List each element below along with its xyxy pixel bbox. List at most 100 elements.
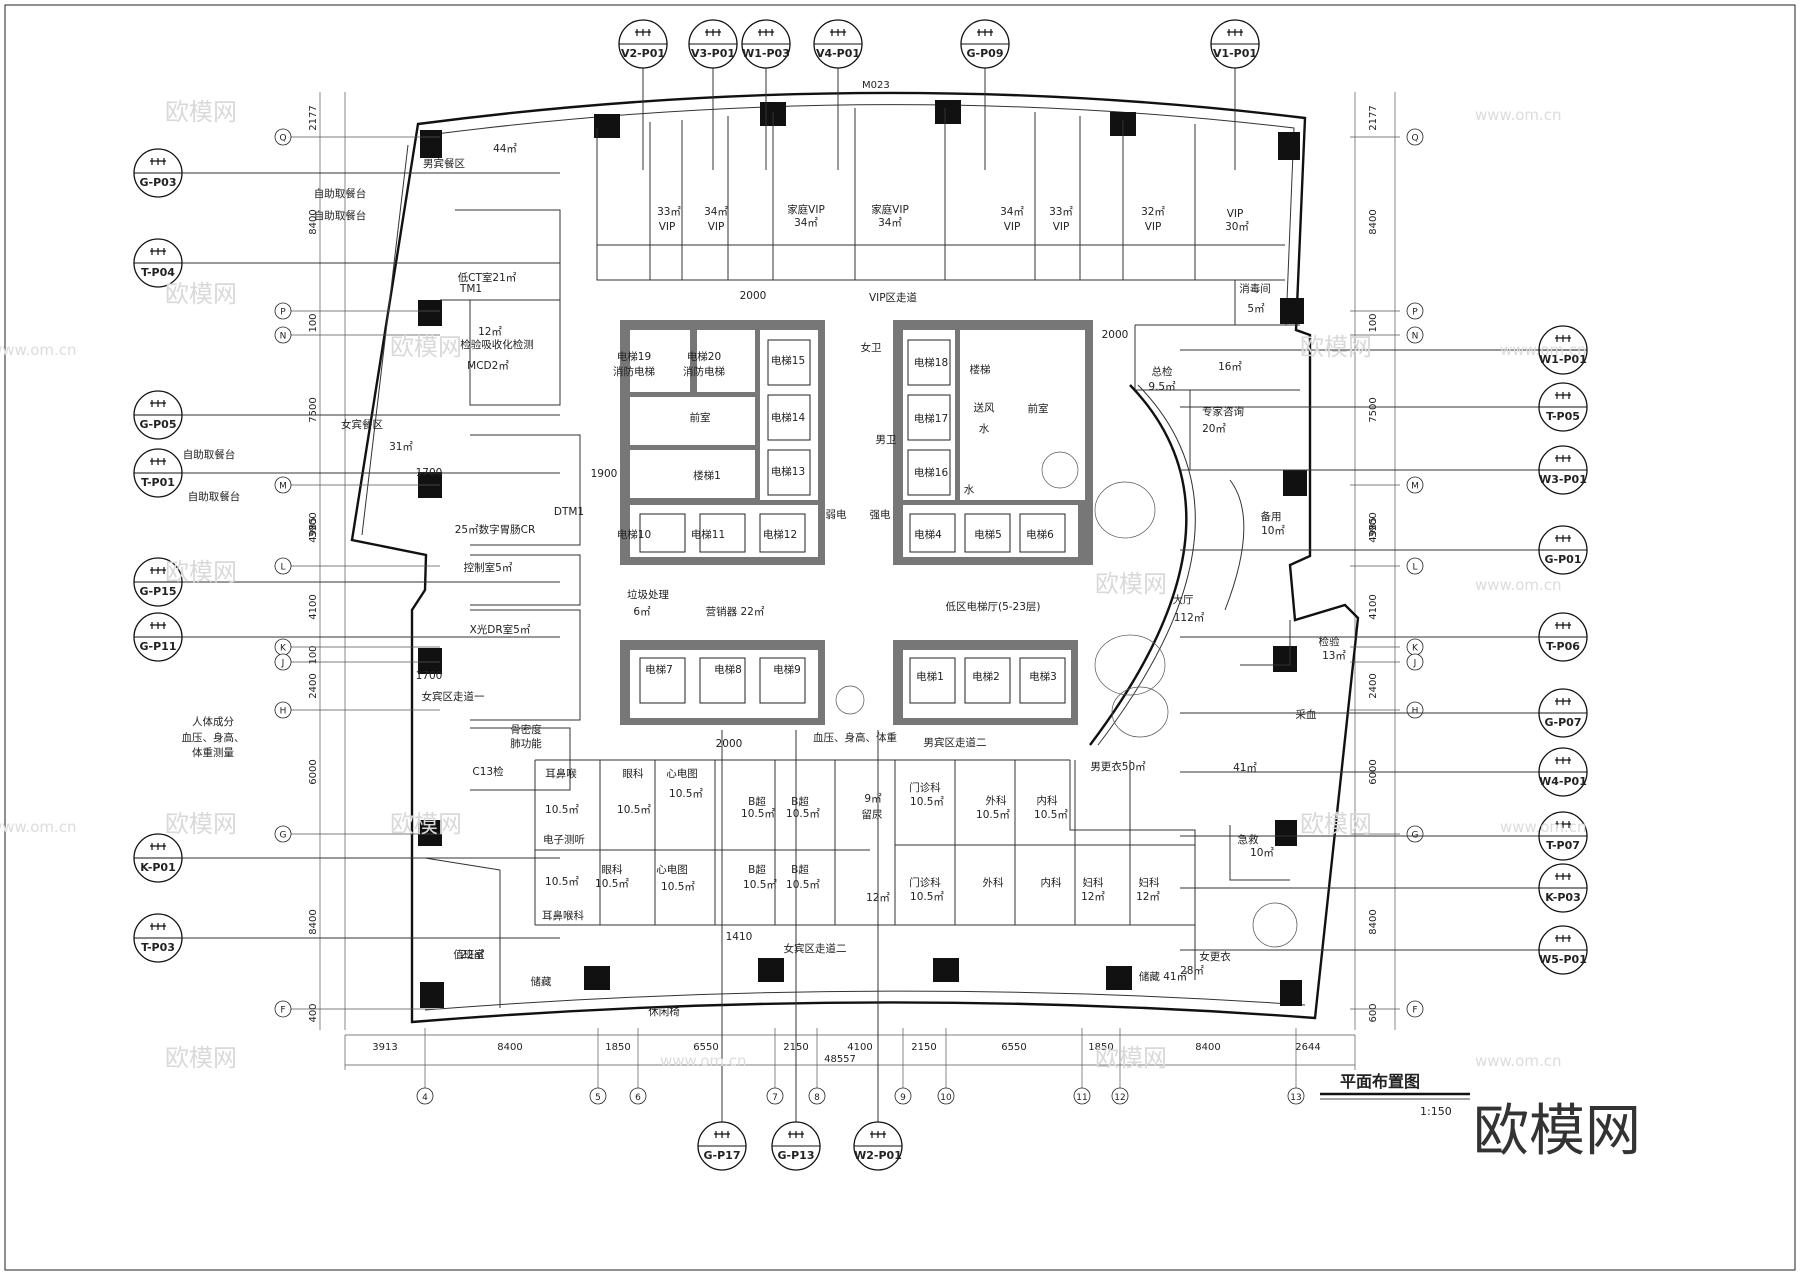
- room-label: 电梯18: [914, 356, 948, 369]
- room-label: 5㎡: [1247, 303, 1265, 315]
- room-label: 控制室5㎡: [464, 561, 513, 574]
- room-label: 电梯19: [617, 350, 651, 363]
- watermark-text: 欧模网: [165, 98, 237, 126]
- room-label: 10.5㎡: [786, 808, 820, 820]
- grid-label: J: [281, 659, 285, 669]
- dimension-value: 2400: [308, 673, 319, 698]
- room-label: 12㎡: [478, 326, 502, 338]
- room-label: 2000: [740, 290, 767, 302]
- grid-bubble: [1406, 825, 1424, 843]
- room-label: B超: [791, 795, 809, 808]
- room-label: 10.5㎡: [617, 804, 651, 816]
- building-envelope: [350, 91, 1360, 1024]
- room-label: 电梯10: [617, 528, 651, 541]
- room-label: 1700: [416, 670, 443, 682]
- room-label: 10.5㎡: [741, 808, 775, 820]
- dimension-value: 7500: [308, 397, 319, 422]
- room-label: 44㎡: [493, 143, 517, 155]
- watermark-url: www.om.cn: [1475, 1052, 1562, 1070]
- grid-bubble: [274, 701, 292, 719]
- callout-id: T-P07: [1546, 839, 1580, 852]
- elevation-icon: [150, 158, 166, 165]
- room-label: 34㎡: [878, 217, 902, 229]
- watermark-text: 欧模网: [165, 280, 237, 308]
- room-label: 10.5㎡: [669, 788, 703, 800]
- room-label: 消防电梯: [613, 365, 655, 378]
- room-label: 32㎡: [1141, 206, 1165, 218]
- room-label: 女宾餐区: [341, 418, 383, 431]
- elevation-icon: [150, 400, 166, 407]
- callout-id: T-P05: [1546, 410, 1580, 423]
- faint-watermarks: 欧模网欧模网欧模网欧模网欧模网欧模网欧模网欧模网欧模网欧模网欧模网www.om.…: [0, 98, 1587, 1072]
- grid-bubble: [894, 1087, 912, 1105]
- room-label: 22㎡: [460, 949, 484, 961]
- room-label: 10.5㎡: [545, 876, 579, 888]
- room-label: 电子测听: [543, 833, 585, 846]
- room-label: 采血: [1296, 708, 1318, 721]
- watermark-url: www.om.cn: [1500, 818, 1587, 836]
- elevation-icon: [1555, 622, 1571, 629]
- grid-bubble: [1406, 701, 1424, 719]
- room-label: 电梯4: [914, 528, 942, 541]
- grid-label: 5: [595, 1093, 601, 1103]
- room-label: 妇科: [1083, 876, 1105, 889]
- elevation-icon: [1555, 873, 1571, 880]
- grid-label: Q: [1411, 134, 1418, 144]
- room-labels: 男宾餐区44㎡自助取餐台自助取餐台低CT室21㎡TM1检验吸收化检测12㎡MCD…: [182, 143, 1347, 1018]
- partition-walls: [424, 108, 1300, 1008]
- watermark-text: 欧模网: [165, 810, 237, 838]
- watermark-text: 欧模网: [165, 558, 237, 586]
- door-tag: M023: [862, 80, 890, 91]
- room-label: 骨密度: [510, 723, 542, 736]
- elevation-icon: [1555, 392, 1571, 399]
- grid-bubble: [1406, 128, 1424, 146]
- room-label: 门诊科: [909, 781, 941, 794]
- room-label: 弱电: [826, 508, 847, 521]
- callout-id: V4-P01: [816, 47, 860, 60]
- room-label: 男卫: [876, 434, 897, 446]
- room-label: 34㎡: [704, 206, 728, 218]
- room-label: 10.5㎡: [976, 809, 1010, 821]
- grid-label: 7: [772, 1093, 778, 1103]
- callout-id: W1-P01: [1539, 353, 1587, 366]
- grid-label: M: [279, 482, 287, 492]
- grid-label: P: [280, 308, 286, 318]
- room-label: 自助取餐台: [183, 448, 236, 461]
- room-label: 家庭VIP: [787, 203, 825, 216]
- dimension-value: 6550: [1001, 1042, 1026, 1053]
- room-label: 备用: [1261, 510, 1282, 523]
- room-label: MCD2㎡: [467, 360, 509, 372]
- room-label: 楼梯1: [693, 469, 721, 482]
- callout-id: V3-P01: [691, 47, 735, 60]
- room-label: 低区电梯厅(5-23层): [945, 600, 1040, 613]
- room-label: 总检: [1152, 365, 1174, 378]
- callout-id: G-P09: [967, 47, 1004, 60]
- grid-bubble: [1287, 1087, 1305, 1105]
- room-label: 2000: [716, 738, 743, 750]
- dimension-lines: [319, 92, 1396, 1070]
- room-label: 值班室: [453, 948, 485, 961]
- dimension-value: 2177: [1368, 105, 1379, 130]
- grid-label: N: [280, 332, 287, 342]
- room-label: 12㎡: [1081, 891, 1105, 903]
- dimension-value: 4100: [1368, 594, 1379, 619]
- room-label: 10.5㎡: [595, 878, 629, 890]
- room-label: 1410: [726, 931, 753, 943]
- room-label: B超: [748, 795, 766, 808]
- dimension-value: 8400: [1368, 909, 1379, 934]
- elevation-icon: [150, 622, 166, 629]
- dimension-value: 1850: [1088, 1042, 1113, 1053]
- room-label: 血压、身高、体重: [813, 731, 897, 744]
- room-label: 电梯20: [687, 350, 721, 363]
- dimension-value: 4985: [308, 517, 319, 542]
- room-label: 自助取餐台: [188, 490, 241, 503]
- room-label: 女宾区走道二: [784, 942, 847, 955]
- watermark-url: www.om.cn: [660, 1052, 747, 1070]
- grid-label: H: [1412, 707, 1419, 717]
- callout-id: G-P17: [704, 1149, 741, 1162]
- elevation-icon: [1555, 935, 1571, 942]
- grid-label: F: [1412, 1006, 1417, 1016]
